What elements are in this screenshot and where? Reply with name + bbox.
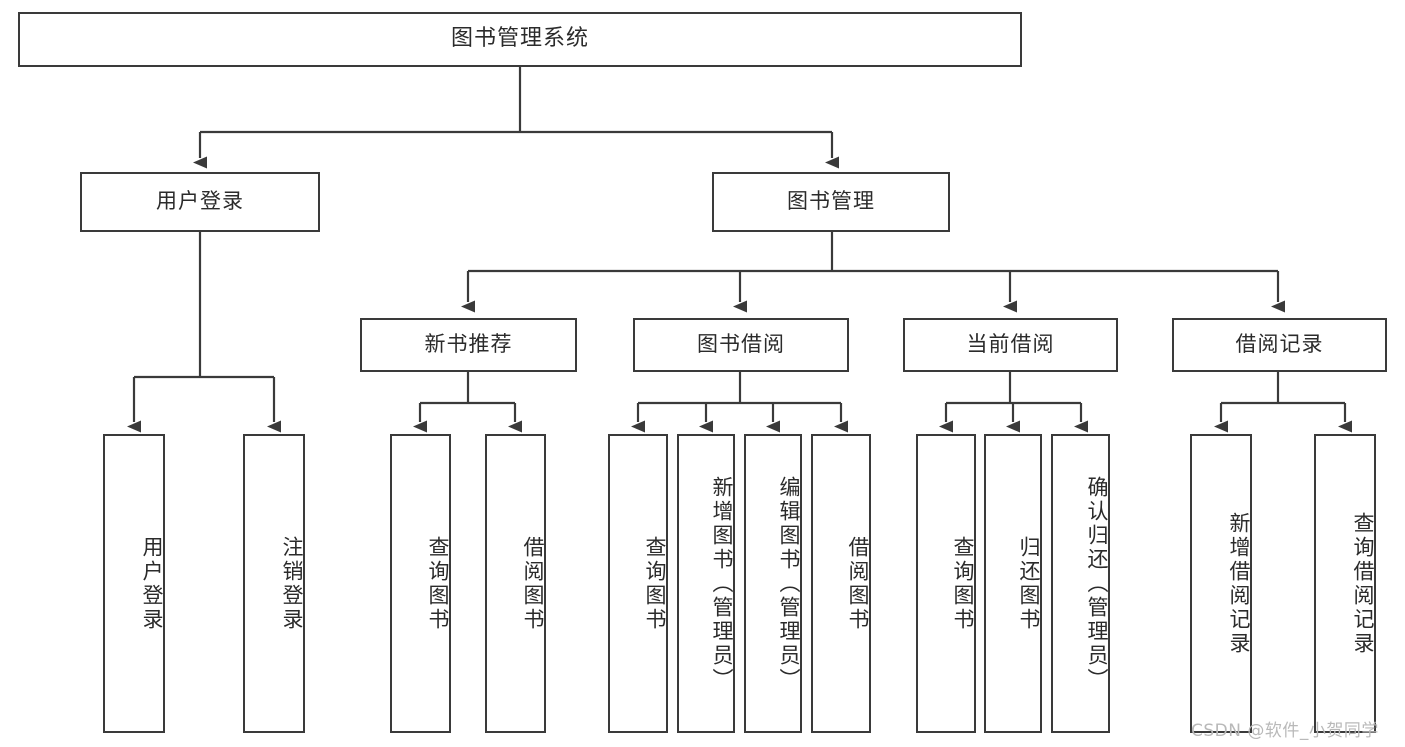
node-book-borrow[interactable]: 图书借阅: [633, 318, 849, 372]
csdn-watermark: CSDN @软件_小贺同学: [1191, 721, 1379, 741]
node-new-book-recommend[interactable]: 新书推荐: [360, 318, 577, 372]
node-root-system[interactable]: 图书管理系统: [18, 12, 1022, 67]
leaf-book-borrow-borrow[interactable]: 借阅图书: [811, 434, 871, 733]
leaf-label: 用户登录: [140, 535, 164, 632]
leaf-label: 注销登录: [280, 535, 304, 632]
leaf-current-borrow-query[interactable]: 查询图书: [916, 434, 976, 733]
leaf-borrow-record-add[interactable]: 新增借阅记录: [1190, 434, 1252, 733]
leaf-label: 查询借阅记录: [1351, 511, 1375, 656]
leaf-label: 查询图书: [426, 535, 450, 632]
leaf-new-book-query[interactable]: 查询图书: [390, 434, 451, 733]
leaf-label: 查询图书: [951, 535, 975, 632]
leaf-book-borrow-edit[interactable]: 编辑图书（管理员）: [744, 434, 802, 733]
leaf-label: 借阅图书: [846, 535, 870, 632]
leaf-label: 新增图书（管理员）: [710, 475, 734, 692]
leaf-label: 新增借阅记录: [1227, 511, 1251, 656]
leaf-label: 归还图书: [1017, 535, 1041, 632]
leaf-user-login-login[interactable]: 用户登录: [103, 434, 165, 733]
node-current-borrow[interactable]: 当前借阅: [903, 318, 1118, 372]
node-borrow-record[interactable]: 借阅记录: [1172, 318, 1387, 372]
leaf-borrow-record-query[interactable]: 查询借阅记录: [1314, 434, 1376, 733]
leaf-user-login-logout[interactable]: 注销登录: [243, 434, 305, 733]
leaf-new-book-borrow[interactable]: 借阅图书: [485, 434, 546, 733]
node-user-login[interactable]: 用户登录: [80, 172, 320, 232]
leaf-current-borrow-return[interactable]: 归还图书: [984, 434, 1042, 733]
leaf-label: 借阅图书: [521, 535, 545, 632]
leaf-label: 查询图书: [643, 535, 667, 632]
leaf-label: 编辑图书（管理员）: [777, 475, 801, 692]
node-book-management[interactable]: 图书管理: [712, 172, 950, 232]
leaf-book-borrow-query[interactable]: 查询图书: [608, 434, 668, 733]
leaf-current-borrow-confirm[interactable]: 确认归还（管理员）: [1051, 434, 1110, 733]
leaf-label: 确认归还（管理员）: [1085, 475, 1109, 692]
leaf-book-borrow-add[interactable]: 新增图书（管理员）: [677, 434, 735, 733]
